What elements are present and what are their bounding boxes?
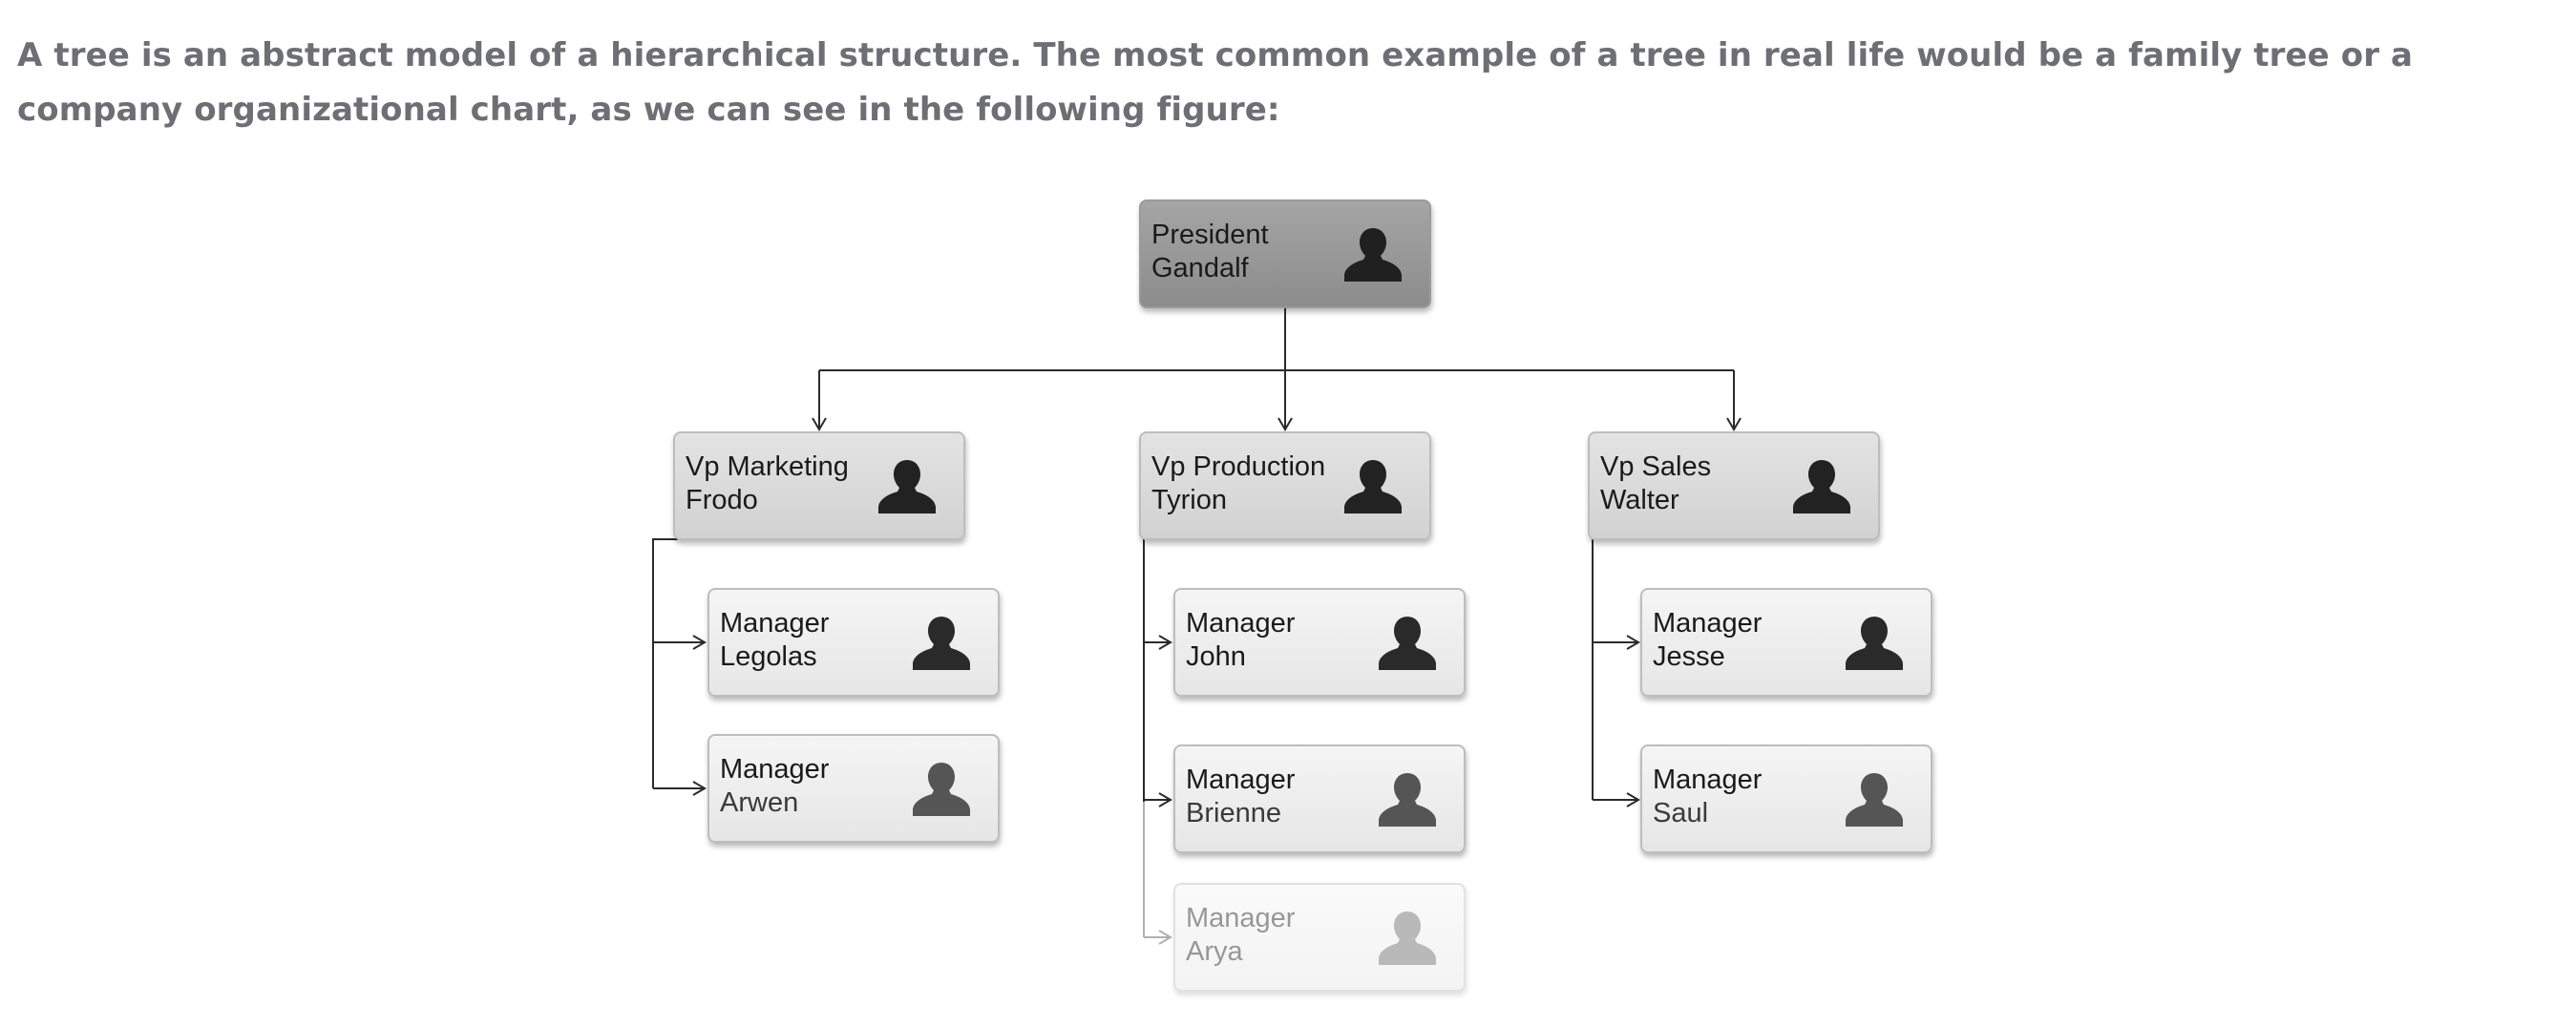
node-title: Manager xyxy=(720,754,830,785)
node-manager-arya: Manager Arya xyxy=(1173,883,1466,992)
node-vp-marketing: Vp Marketing Frodo xyxy=(673,431,965,540)
node-person-name: Saul xyxy=(1653,798,1709,828)
person-silhouette-icon xyxy=(1344,228,1402,282)
person-silhouette-icon xyxy=(1846,773,1903,827)
node-manager-brienne: Manager Brienne xyxy=(1173,744,1466,853)
person-silhouette-icon xyxy=(878,460,936,514)
root-connectors xyxy=(812,308,1742,431)
node-person-name: Arya xyxy=(1186,936,1243,967)
node-person-name: Legolas xyxy=(720,641,817,672)
person-silhouette-icon xyxy=(913,763,970,816)
intro-paragraph: A tree is an abstract model of a hierarc… xyxy=(17,36,2414,129)
person-silhouette-icon xyxy=(913,617,970,670)
person-silhouette-icon xyxy=(1793,460,1850,514)
node-manager-john: Manager John xyxy=(1173,588,1466,697)
node-title: Manager xyxy=(720,608,830,639)
marketing-connectors xyxy=(652,538,707,796)
node-title: Manager xyxy=(1186,765,1296,795)
person-silhouette-icon xyxy=(1846,617,1903,670)
node-vp-sales: Vp Sales Walter xyxy=(1588,431,1880,540)
node-person-name: Gandalf xyxy=(1151,253,1249,283)
node-title: President xyxy=(1151,220,1269,250)
node-person-name: Jesse xyxy=(1653,641,1725,672)
sales-connectors xyxy=(1592,539,1640,807)
node-person-name: Brienne xyxy=(1186,798,1281,828)
node-title: Manager xyxy=(1186,903,1296,933)
node-title: Manager xyxy=(1186,608,1296,639)
node-person-name: Arwen xyxy=(720,787,799,818)
node-title: Vp Marketing xyxy=(686,451,849,482)
node-title: Manager xyxy=(1653,765,1763,795)
person-silhouette-icon xyxy=(1379,773,1436,827)
node-manager-jesse: Manager Jesse xyxy=(1640,588,1932,697)
person-silhouette-icon xyxy=(1344,460,1402,514)
node-title: Vp Sales xyxy=(1600,451,1712,482)
node-manager-saul: Manager Saul xyxy=(1640,744,1932,853)
marketing-stem-line xyxy=(652,538,678,788)
person-silhouette-icon xyxy=(1379,912,1436,965)
node-president: President Gandalf xyxy=(1139,199,1431,308)
node-title: Manager xyxy=(1653,608,1763,639)
node-person-name: Tyrion xyxy=(1151,485,1227,515)
node-person-name: Frodo xyxy=(686,485,758,515)
node-manager-legolas: Manager Legolas xyxy=(707,588,1000,697)
node-manager-arwen: Manager Arwen xyxy=(707,734,1000,843)
node-title: Vp Production xyxy=(1151,451,1326,482)
node-person-name: Walter xyxy=(1600,485,1679,515)
node-person-name: John xyxy=(1186,641,1246,672)
node-vp-production: Vp Production Tyrion xyxy=(1139,431,1431,540)
production-connectors xyxy=(1143,539,1172,945)
person-silhouette-icon xyxy=(1379,617,1436,670)
